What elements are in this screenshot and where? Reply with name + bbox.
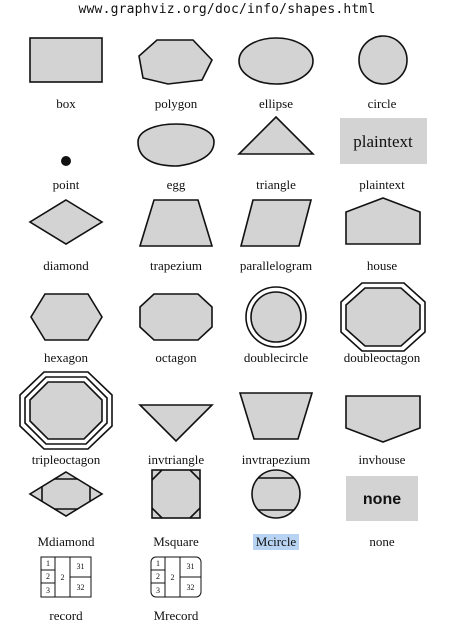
- record-cell-middle: 2: [61, 573, 65, 582]
- trapezium-shape: [138, 199, 214, 247]
- invtrapezium-shape: [238, 392, 314, 440]
- box-shape: [29, 37, 103, 83]
- mdiamond-corner-lines: [41, 478, 91, 510]
- diamond-shape: [28, 199, 104, 245]
- record-cell-2: 2: [46, 572, 50, 581]
- label-octagon: octagon: [155, 350, 197, 365]
- triangle-shape: [237, 115, 315, 155]
- record-cell-31: 31: [77, 562, 85, 571]
- ellipse-shape: [238, 37, 314, 85]
- record-cell-3: 3: [46, 586, 50, 595]
- hexagon-shape: [30, 293, 103, 341]
- label-parallelogram: parallelogram: [240, 258, 312, 273]
- house-shape: [345, 197, 421, 245]
- msquare-shape: [151, 469, 201, 519]
- mrecord-cell-2: 2: [156, 572, 160, 581]
- label-triangle: triangle: [256, 177, 296, 192]
- mrecord-cell-31: 31: [187, 562, 195, 571]
- label-house: house: [367, 258, 398, 273]
- mcircle-chord-lines: [258, 477, 294, 511]
- label-msquare: Msquare: [153, 534, 199, 549]
- invhouse-shape: [345, 395, 421, 443]
- plaintext-inner-text: plaintext: [353, 132, 413, 151]
- msquare-corner-lines: [151, 469, 201, 519]
- label-plaintext: plaintext: [359, 177, 405, 192]
- plaintext-box: [340, 118, 427, 164]
- point-shape: [61, 156, 71, 166]
- tripleoctagon-inner: [29, 381, 103, 440]
- polygon-shape: [138, 39, 213, 85]
- doublecircle-outer: [245, 286, 307, 348]
- doubleoctagon-inner: [345, 287, 421, 347]
- doublecircle-inner: [250, 291, 302, 343]
- circle-shape: [358, 35, 408, 85]
- none-inner-text: none: [363, 491, 401, 508]
- tripleoctagon-middle: [24, 376, 108, 445]
- label-mrecord: Mrecord: [154, 608, 199, 623]
- none-box: [346, 476, 418, 521]
- label-invtriangle: invtriangle: [148, 452, 205, 467]
- label-point: point: [53, 177, 80, 192]
- mrecord-cell-1: 1: [156, 559, 160, 568]
- label-tripleoctagon: tripleoctagon: [32, 452, 101, 467]
- label-hexagon: hexagon: [44, 350, 89, 365]
- mrecord-cell-middle: 2: [171, 573, 175, 582]
- page-url: www.graphviz.org/doc/info/shapes.html: [78, 2, 376, 17]
- mrecord-cell-3: 3: [156, 586, 160, 595]
- label-box: box: [56, 96, 76, 111]
- mrecord-shape: [150, 556, 202, 598]
- label-mdiamond: Mdiamond: [37, 534, 95, 549]
- record-cell-1: 1: [46, 559, 50, 568]
- label-invhouse: invhouse: [359, 452, 406, 467]
- label-circle: circle: [368, 96, 397, 111]
- mcircle-label-highlight: [253, 534, 299, 550]
- label-trapezium: trapezium: [150, 258, 202, 273]
- mrecord-cell-32: 32: [187, 583, 195, 592]
- egg-shape: [137, 123, 215, 167]
- label-record: record: [49, 608, 83, 623]
- label-invtrapezium: invtrapezium: [242, 452, 311, 467]
- octagon-shape: [139, 293, 213, 341]
- label-egg: egg: [167, 177, 186, 192]
- record-shape: [40, 556, 92, 598]
- doubleoctagon-outer: [340, 282, 426, 352]
- label-diamond: diamond: [43, 258, 89, 273]
- mcircle-shape: [251, 469, 301, 519]
- tripleoctagon-outer: [19, 371, 113, 450]
- label-mcircle: Mcircle: [256, 534, 297, 549]
- label-doublecircle: doublecircle: [244, 350, 308, 365]
- invtriangle-shape: [138, 404, 214, 443]
- label-none: none: [369, 534, 395, 549]
- label-doubleoctagon: doubleoctagon: [344, 350, 421, 365]
- mdiamond-shape: [28, 471, 104, 517]
- label-polygon: polygon: [155, 96, 198, 111]
- record-cell-32: 32: [77, 583, 85, 592]
- label-ellipse: ellipse: [259, 96, 293, 111]
- parallelogram-shape: [239, 199, 313, 247]
